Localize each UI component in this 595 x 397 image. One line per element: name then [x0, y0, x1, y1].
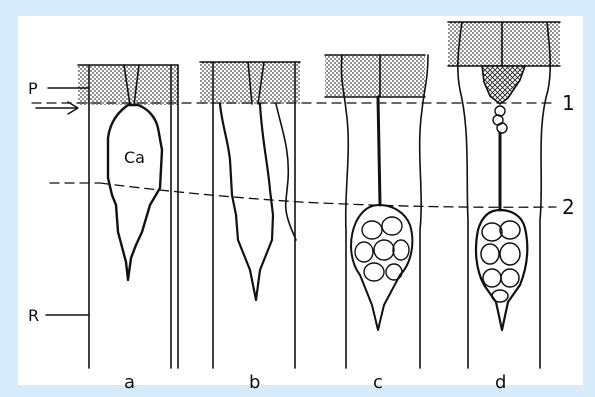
label-level-2: 2	[562, 195, 575, 219]
panel-b-drawing	[200, 62, 300, 368]
panel-d-mesh-cap	[482, 66, 525, 104]
label-panel-d: d	[495, 372, 506, 393]
label-ca: Ca	[124, 148, 145, 167]
panel-c-thread	[378, 97, 380, 205]
panel-a-tissue-block	[78, 65, 178, 105]
panel-c-tissue-block	[325, 55, 425, 97]
panel-c-spores	[355, 217, 409, 281]
label-panel-a: a	[124, 372, 135, 393]
panel-d-tissue-block	[448, 22, 560, 66]
panel-c-cell-wall-right	[420, 55, 428, 368]
label-p: P	[28, 79, 38, 98]
panel-a-calyptra	[108, 105, 162, 280]
panel-c-cell-wall-left	[341, 55, 348, 368]
panel-a-drawing	[78, 65, 178, 368]
label-panel-c: c	[373, 372, 383, 393]
panel-b-calyptra	[220, 104, 273, 300]
label-level-1: 1	[562, 91, 575, 115]
label-panel-b: b	[249, 372, 260, 393]
panel-c-drawing	[325, 55, 428, 368]
panel-d-cell-wall-left	[458, 22, 468, 368]
panel-d-cell-wall-right	[540, 22, 550, 368]
panel-d-drawing	[448, 22, 560, 368]
label-r: R	[28, 306, 39, 325]
level-2-line	[50, 183, 556, 207]
panel-d-small-spores	[493, 106, 507, 133]
